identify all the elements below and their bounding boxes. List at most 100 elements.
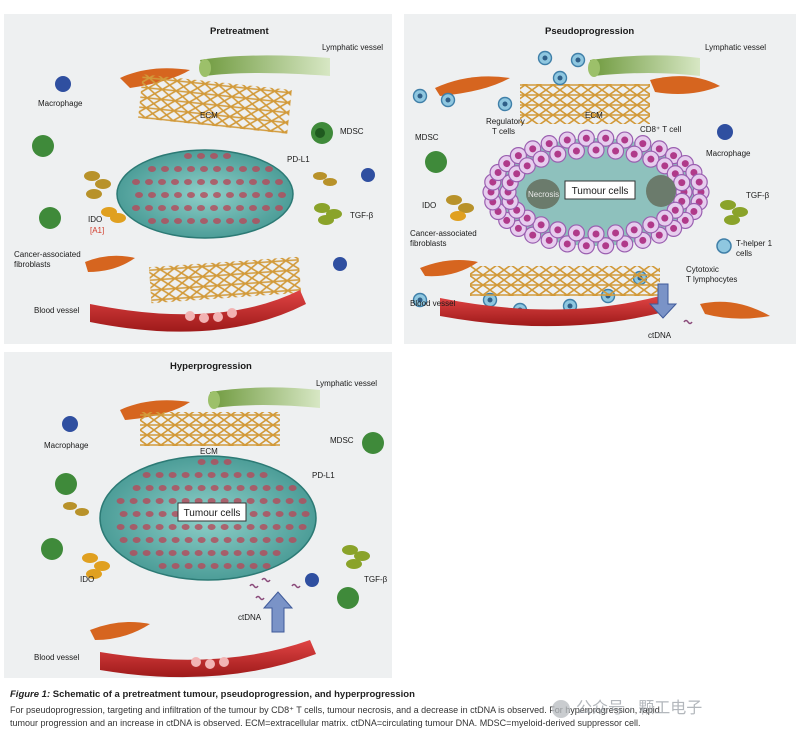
wechat-icon <box>552 699 570 718</box>
tumour-nucleus <box>236 205 244 211</box>
label-ctl-2: T lymphocytes <box>686 275 737 284</box>
macrophage-cell-2 <box>305 573 319 587</box>
tumour-nucleus <box>236 485 245 491</box>
pseudoprogression-group: Pseudoprogression Lymphatic vessel ECM R… <box>410 26 773 340</box>
tumour-nucleus <box>148 192 156 198</box>
rbc <box>205 659 215 669</box>
tumour-nucleus <box>246 498 255 504</box>
macrophage-cell-3 <box>333 257 347 271</box>
label-tgfb: TGF-β <box>364 575 388 584</box>
t-cell-nucleus <box>557 75 563 81</box>
tumour-nucleus <box>132 179 140 185</box>
fibroblast-2 <box>650 76 720 94</box>
blood-vessel <box>90 290 306 332</box>
tumour-nucleus <box>233 550 242 556</box>
tumour-nucleus <box>132 537 141 543</box>
tumour-nucleus <box>249 511 258 517</box>
tumour-nucleus <box>213 192 221 198</box>
tumour-nuclei <box>132 153 286 224</box>
caption-title: Figure 1: Schematic of a pretreatment tu… <box>10 689 790 700</box>
tumour-nucleus <box>246 550 255 556</box>
tumour-nucleus <box>233 524 242 530</box>
t-cell-nucleus <box>417 93 423 99</box>
label-cd8: CD8⁺ T cell <box>640 125 681 134</box>
tumour-nucleus <box>262 511 271 517</box>
label-ref: [A1] <box>90 226 104 235</box>
tumour-nucleus <box>210 563 219 569</box>
tumour-nucleus <box>181 524 190 530</box>
cd8-t-cell-nucleus <box>572 147 580 155</box>
tumour-nucleus <box>301 511 310 517</box>
tumour-nucleus <box>148 218 156 224</box>
tumour-nucleus <box>187 192 195 198</box>
label-macrophage: Macrophage <box>44 441 89 450</box>
tumour-nucleus <box>142 550 151 556</box>
cd8-t-cell-nucleus <box>572 229 580 237</box>
tumour-nucleus <box>226 192 234 198</box>
cd8-t-cell-nucleus <box>630 226 638 234</box>
tumour-nucleus <box>210 459 219 465</box>
tumour-nucleus <box>265 166 273 172</box>
ecm-mesh <box>140 412 280 446</box>
tumour-nucleus <box>259 472 268 478</box>
tumour-nucleus <box>249 537 258 543</box>
tumour-nucleus <box>262 537 271 543</box>
cd8-t-cell-nucleus <box>592 230 600 238</box>
tumour-nucleus <box>184 153 192 159</box>
label-caf-2: fibroblasts <box>14 260 50 269</box>
tumour-nucleus <box>181 472 190 478</box>
cd8-t-cell-nucleus <box>563 240 571 248</box>
tumour-nucleus <box>239 192 247 198</box>
cd8-t-cell-nucleus <box>690 168 698 176</box>
label-treg-2: T cells <box>492 127 515 136</box>
cd8-t-cell-nucleus <box>554 226 562 234</box>
tumour-nucleus <box>158 205 166 211</box>
caption-figure-number: Figure 1: <box>10 689 51 700</box>
ctdna-decrease-arrow <box>648 283 678 319</box>
macrophage-cell <box>55 76 71 92</box>
tumour-nucleus <box>298 524 307 530</box>
tumour-nucleus <box>288 537 297 543</box>
cd8-t-cell-nucleus <box>494 168 502 176</box>
ctdna-fragment <box>683 319 693 325</box>
cd8-t-cell-nucleus <box>582 134 590 142</box>
tumour-nucleus <box>145 179 153 185</box>
tumour-nucleus <box>210 179 218 185</box>
tumour-nucleus <box>197 205 205 211</box>
watermark: 公众号 · 颗工电子 <box>552 694 702 718</box>
tumour-nucleus <box>210 205 218 211</box>
mdsc-nucleus <box>315 128 325 138</box>
cd8-t-cell-nucleus <box>529 231 537 239</box>
mdsc-cell-3 <box>41 538 63 560</box>
label-mdsc: MDSC <box>340 127 364 136</box>
label-pdl1: PD-L1 <box>287 155 310 164</box>
tumour-nucleus <box>249 485 258 491</box>
tumour-nucleus <box>259 498 268 504</box>
tumour-nucleus <box>116 498 125 504</box>
rbc <box>191 657 201 667</box>
label-lymphatic: Lymphatic vessel <box>316 379 377 388</box>
tumour-nucleus <box>184 179 192 185</box>
tumour-nucleus <box>223 153 231 159</box>
tumour-nucleus <box>155 472 164 478</box>
label-blood-vessel: Blood vessel <box>34 306 80 315</box>
label-ctl-1: Cytotoxic <box>686 265 719 274</box>
t-cell-nucleus <box>575 57 581 63</box>
tumour-nucleus <box>155 524 164 530</box>
tumour-nucleus <box>174 192 182 198</box>
tumour-nucleus <box>132 511 141 517</box>
tgfb-cluster <box>342 545 370 569</box>
label-blood-vessel: Blood vessel <box>410 299 456 308</box>
tumour-nucleus <box>285 524 294 530</box>
tumour-nucleus <box>155 498 164 504</box>
cd8-t-cell-nucleus <box>513 170 521 178</box>
ecm-mesh-lower <box>148 256 302 304</box>
cd8-t-cell-nucleus <box>602 242 610 250</box>
tumour-nucleus <box>161 192 169 198</box>
label-ctdna: ctDNA <box>238 613 262 622</box>
tumour-nucleus <box>184 563 193 569</box>
tumour-nucleus <box>249 563 258 569</box>
tumour-nucleus <box>200 166 208 172</box>
